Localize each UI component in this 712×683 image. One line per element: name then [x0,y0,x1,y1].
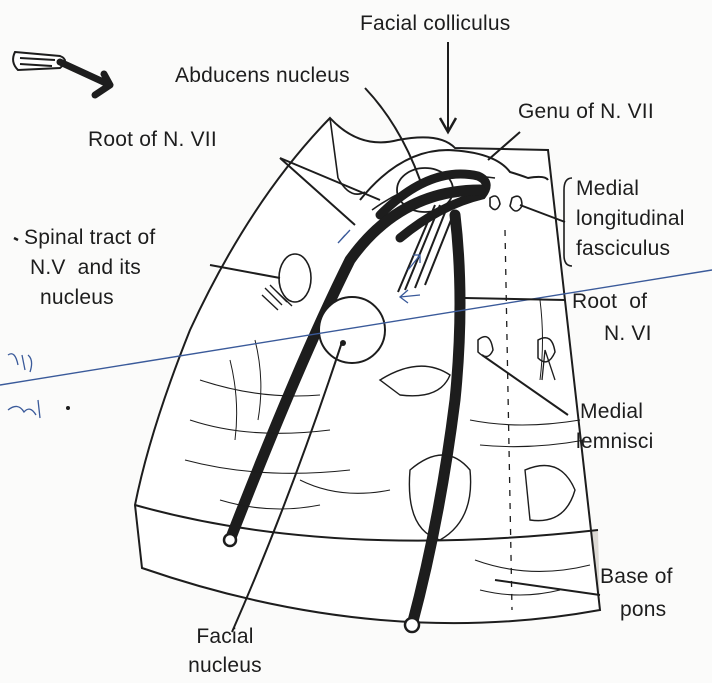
label-base-pons-line1: Base of [600,565,673,589]
spinal-tract-bullet [14,238,18,240]
label-abducens-nucleus: Abducens nucleus [175,64,350,88]
label-mlf-line2: longitudinal [576,207,685,231]
root-vi-cut-end [405,618,419,632]
mlf-bracket [564,178,572,266]
label-mlf-line1: Medial [576,177,639,201]
label-medial-lemnisci-line1: Medial [580,400,643,424]
label-mlf-line3: fasciculus [576,237,670,261]
label-root-vi-line2: N. VI [604,322,652,346]
big-arrow-icon [60,62,110,95]
label-root-vi-line1: Root of [572,290,647,314]
label-facial-nucleus-line2: nucleus [165,654,285,678]
root-vii-cut-end [224,534,236,546]
facial-nucleus-shape [319,297,385,363]
label-spinal-tract-line1: Spinal tract of [24,226,155,250]
label-genu-vii: Genu of N. VII [518,100,654,124]
blue-pen-scribble [8,354,40,418]
mlf-right-shape [510,196,522,211]
label-medial-lemnisci-line2: lemnisci [576,430,653,454]
label-facial-colliculus: Facial colliculus [360,12,510,36]
label-base-pons-line2: pons [620,598,666,622]
label-facial-nucleus-line1: Facial [170,625,280,649]
mlf-left-shape [490,196,500,210]
label-spinal-tract-line3: nucleus [40,286,114,310]
spinal-tract-v-shape [279,254,311,302]
label-spinal-tract-line2: N.V and its [30,256,141,280]
label-root-vii: Root of N. VII [88,128,217,152]
stray-dot [66,406,70,410]
